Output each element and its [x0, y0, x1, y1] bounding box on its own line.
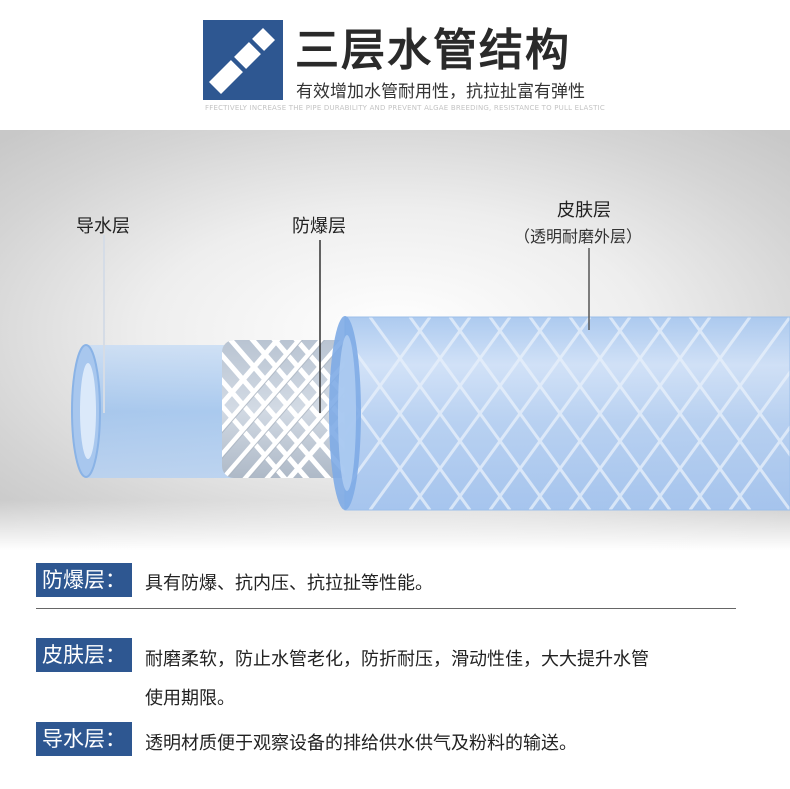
header: 三层水管结构 有效增加水管耐用性，抗拉扯富有弹性 FFECTIVELY INCR… — [0, 0, 790, 130]
callout-braid-layer: 防爆层 — [292, 216, 346, 237]
feature-desc-inner: 透明材质便于观察设备的排给供水供气及粉料的输送。 — [145, 733, 577, 754]
page-subtitle: 有效增加水管耐用性，抗拉扯富有弹性 — [296, 82, 585, 102]
feature-desc-skin-line1: 耐磨柔软，防止水管老化，防折耐压，滑动性佳，大大提升水管 — [145, 649, 649, 670]
callout-outer-layer-sub: （透明耐磨外层） — [514, 227, 643, 246]
callout-inner-layer: 导水层 — [76, 216, 130, 237]
feature-desc-braid: 具有防爆、抗内压、抗拉扯等性能。 — [145, 573, 433, 594]
feature-tag-inner: 导水层： — [36, 722, 132, 756]
pipe-icon — [203, 20, 283, 100]
page-subtitle-en: FFECTIVELY INCREASE THE PIPE DURABILITY … — [205, 104, 605, 112]
callout-outer-layer: 皮肤层 — [557, 200, 611, 221]
page-title: 三层水管结构 — [295, 25, 571, 76]
feature-tag-braid: 防爆层： — [36, 563, 132, 597]
divider — [36, 608, 736, 609]
outer-layer — [329, 316, 790, 511]
pipe-diagram — [71, 235, 790, 511]
feature-tag-skin: 皮肤层： — [36, 638, 132, 672]
feature-desc-skin-line2: 使用期限。 — [145, 688, 235, 709]
